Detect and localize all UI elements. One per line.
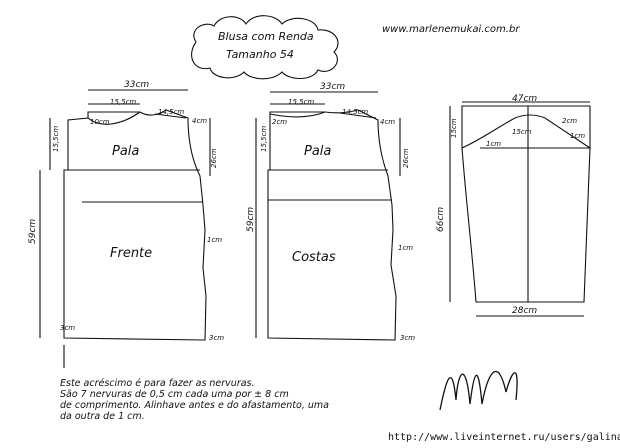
back-armhole-label: 26cm [402,148,410,168]
front-width-label: 33cm [124,80,150,90]
front-yoke-name: Pala [112,144,140,159]
note-line-4: da outra de 1 cm. [60,411,145,422]
note-line-3: de comprimento. Alinhave antes e do afas… [60,400,329,411]
front-length-label: 59cm [28,218,38,244]
back-width-label: 33cm [320,82,346,92]
back-outline [267,109,397,341]
sleeve-length-label: 66cm [436,206,446,232]
pattern-size: Tamanho 54 [226,48,294,61]
sleeve-cap-left-label: 1cm [486,140,502,148]
front-piece-name: Frente [110,246,153,261]
back-shoulder-drop-label: 4cm [380,118,396,126]
sleeve-cap-height-label: 15cm [450,118,458,138]
back-hem-right-label: 3cm [400,334,416,342]
sleeve-width-label: 47cm [512,94,538,104]
sleeve-cap-right-label: 2cm [562,117,578,125]
back-yoke-height-label: 15,5cm [260,125,268,152]
pleat-note: Este acréscimo é para fazer as nervuras.… [60,378,370,422]
back-waist-label: 1cm [398,244,414,252]
front-hem-right-label: 3cm [209,334,225,342]
sleeve-cap-right2-label: 1cm [570,132,586,140]
front-neck-depth-label: 10cm [90,118,110,126]
sleeve-cuff-label: 28cm [512,306,538,316]
back-neckline [269,111,326,118]
back-piece-name: Costas [292,250,336,265]
sleeve-cap [461,114,591,149]
back-yoke-name: Pala [304,144,332,159]
pattern-title: Blusa com Renda [218,30,314,43]
back-neck-width-label: 15,5cm [288,98,315,106]
front-armhole-label: 26cm [210,148,218,168]
front-neck-width-label: 15,5cm [110,98,137,106]
front-shoulder-drop-label: 4cm [192,117,208,125]
footer-url: http://www.liveinternet.ru/users/galina_… [388,432,620,443]
note-line-1: Este acréscimo é para fazer as nervuras. [60,378,255,389]
back-length-label: 59cm [246,206,256,232]
note-line-2: São 7 nervuras de 0,5 cm cada uma por ± … [60,389,289,400]
title-cloud [191,15,339,80]
sleeve-outline [461,105,591,303]
front-shoulder-label: 14,5cm [158,108,185,116]
front-neckline [87,111,141,125]
front-outline [63,109,207,341]
front-hem-left-label: 3cm [60,324,76,332]
signature [439,370,518,411]
back-neck-depth-label: 2cm [272,118,288,126]
front-waist-label: 1cm [207,236,223,244]
website-label: www.marlenemukai.com.br [382,24,520,35]
front-yoke-height-label: 15,5cm [52,125,60,152]
back-shoulder-label: 14,5cm [342,108,369,116]
sleeve-cap-mid-label: 15cm [512,128,532,136]
